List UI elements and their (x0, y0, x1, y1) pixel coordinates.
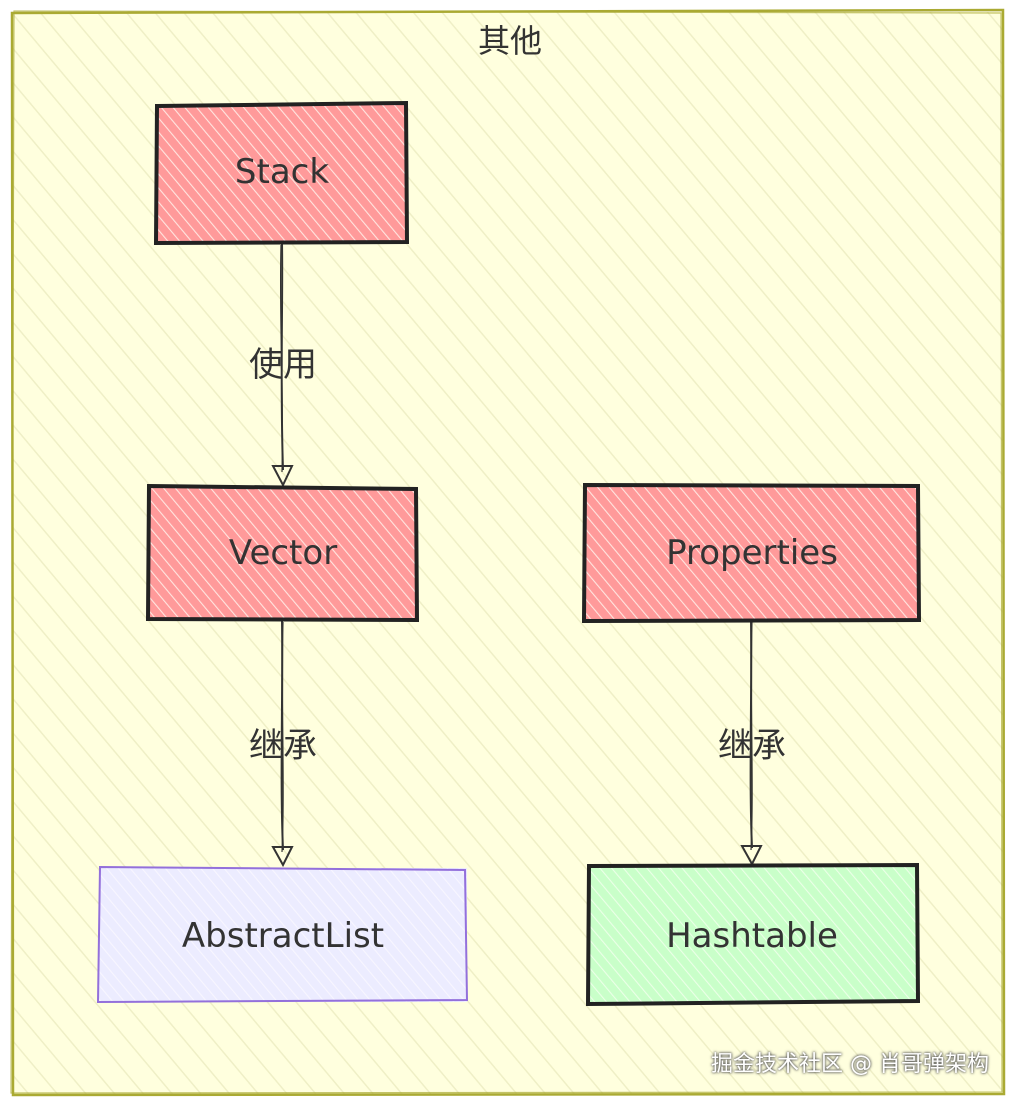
edge-label-use: 使用 (249, 345, 317, 385)
node-hashtable-label: Hashtable (666, 916, 838, 956)
arrowhead-icon (740, 845, 763, 867)
node-abstractlist-label: AbstractList (182, 916, 384, 956)
edge-vector-abstractlist: 继承 (249, 619, 317, 868)
node-vector[interactable]: Vector (145, 483, 420, 623)
node-stack[interactable]: Stack (153, 100, 410, 246)
edge-label-inherit-1: 继承 (249, 726, 317, 766)
arrowhead-icon (271, 846, 294, 868)
group-title: 其他 (478, 22, 542, 60)
watermark: 掘金技术社区 @ 肖哥弹架构 (711, 1052, 989, 1077)
node-hashtable[interactable]: Hashtable (585, 862, 921, 1007)
arrowhead-icon (271, 465, 294, 488)
node-abstractlist[interactable]: AbstractList (96, 865, 469, 1004)
edge-properties-hashtable: 继承 (718, 619, 786, 867)
node-properties-label: Properties (666, 533, 838, 573)
edge-label-inherit-2: 继承 (718, 726, 786, 766)
edge-stack-vector: 使用 (249, 242, 317, 488)
node-vector-label: Vector (229, 533, 337, 573)
node-stack-label: Stack (235, 152, 329, 192)
node-properties[interactable]: Properties (581, 482, 922, 624)
